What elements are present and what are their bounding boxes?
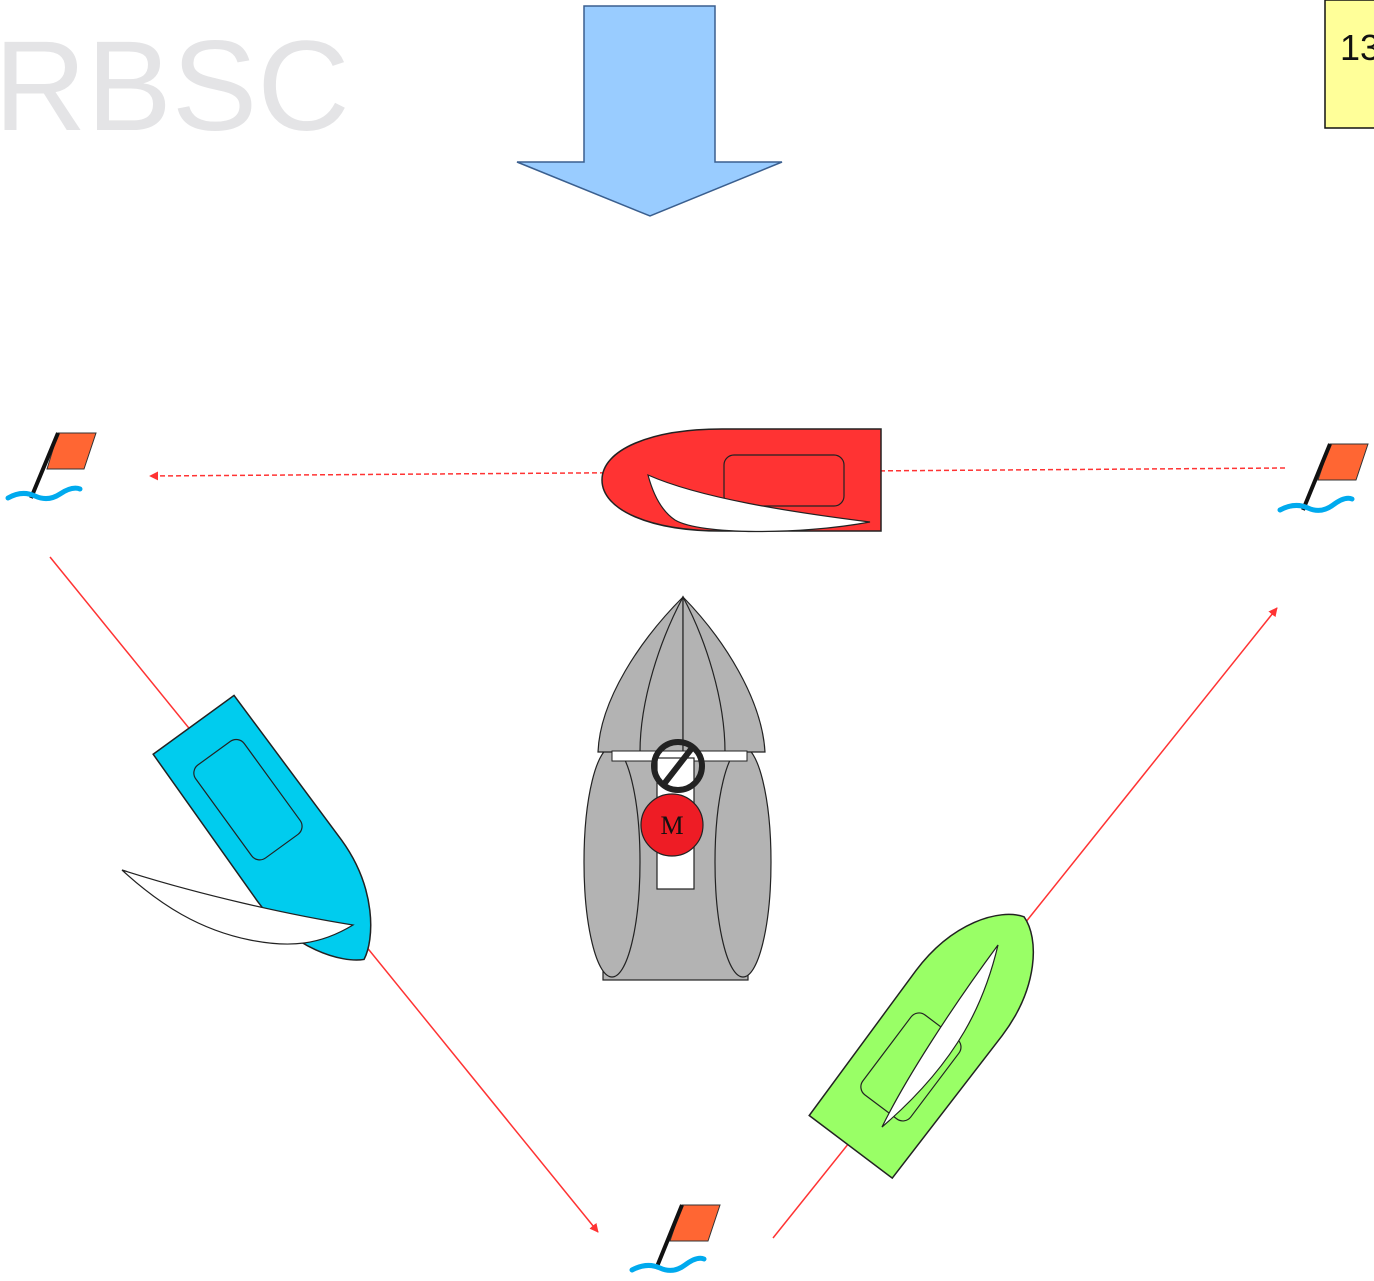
wave-icon xyxy=(1280,498,1352,510)
mark-flag-bottom xyxy=(632,1205,720,1270)
mark-flag-right xyxy=(1280,444,1368,510)
watermark-logo: RBSC xyxy=(0,15,350,158)
wave-icon xyxy=(8,488,80,498)
boat-red xyxy=(602,429,881,532)
motor-label: M xyxy=(660,811,683,840)
page-number-badge: 13 xyxy=(1325,0,1374,128)
pontoon-right xyxy=(715,747,771,977)
boat-cyan xyxy=(152,694,407,990)
wind-direction-arrow xyxy=(517,6,782,216)
flag-icon xyxy=(670,1205,720,1241)
motor-badge: M xyxy=(641,794,703,856)
pontoon-left xyxy=(584,747,640,977)
bow-left xyxy=(598,597,683,752)
page-number: 13 xyxy=(1340,27,1374,68)
flag-icon xyxy=(1318,444,1368,480)
mark-flag-left xyxy=(8,433,96,499)
committee-boat: M xyxy=(584,597,771,980)
wave-icon xyxy=(632,1258,704,1270)
